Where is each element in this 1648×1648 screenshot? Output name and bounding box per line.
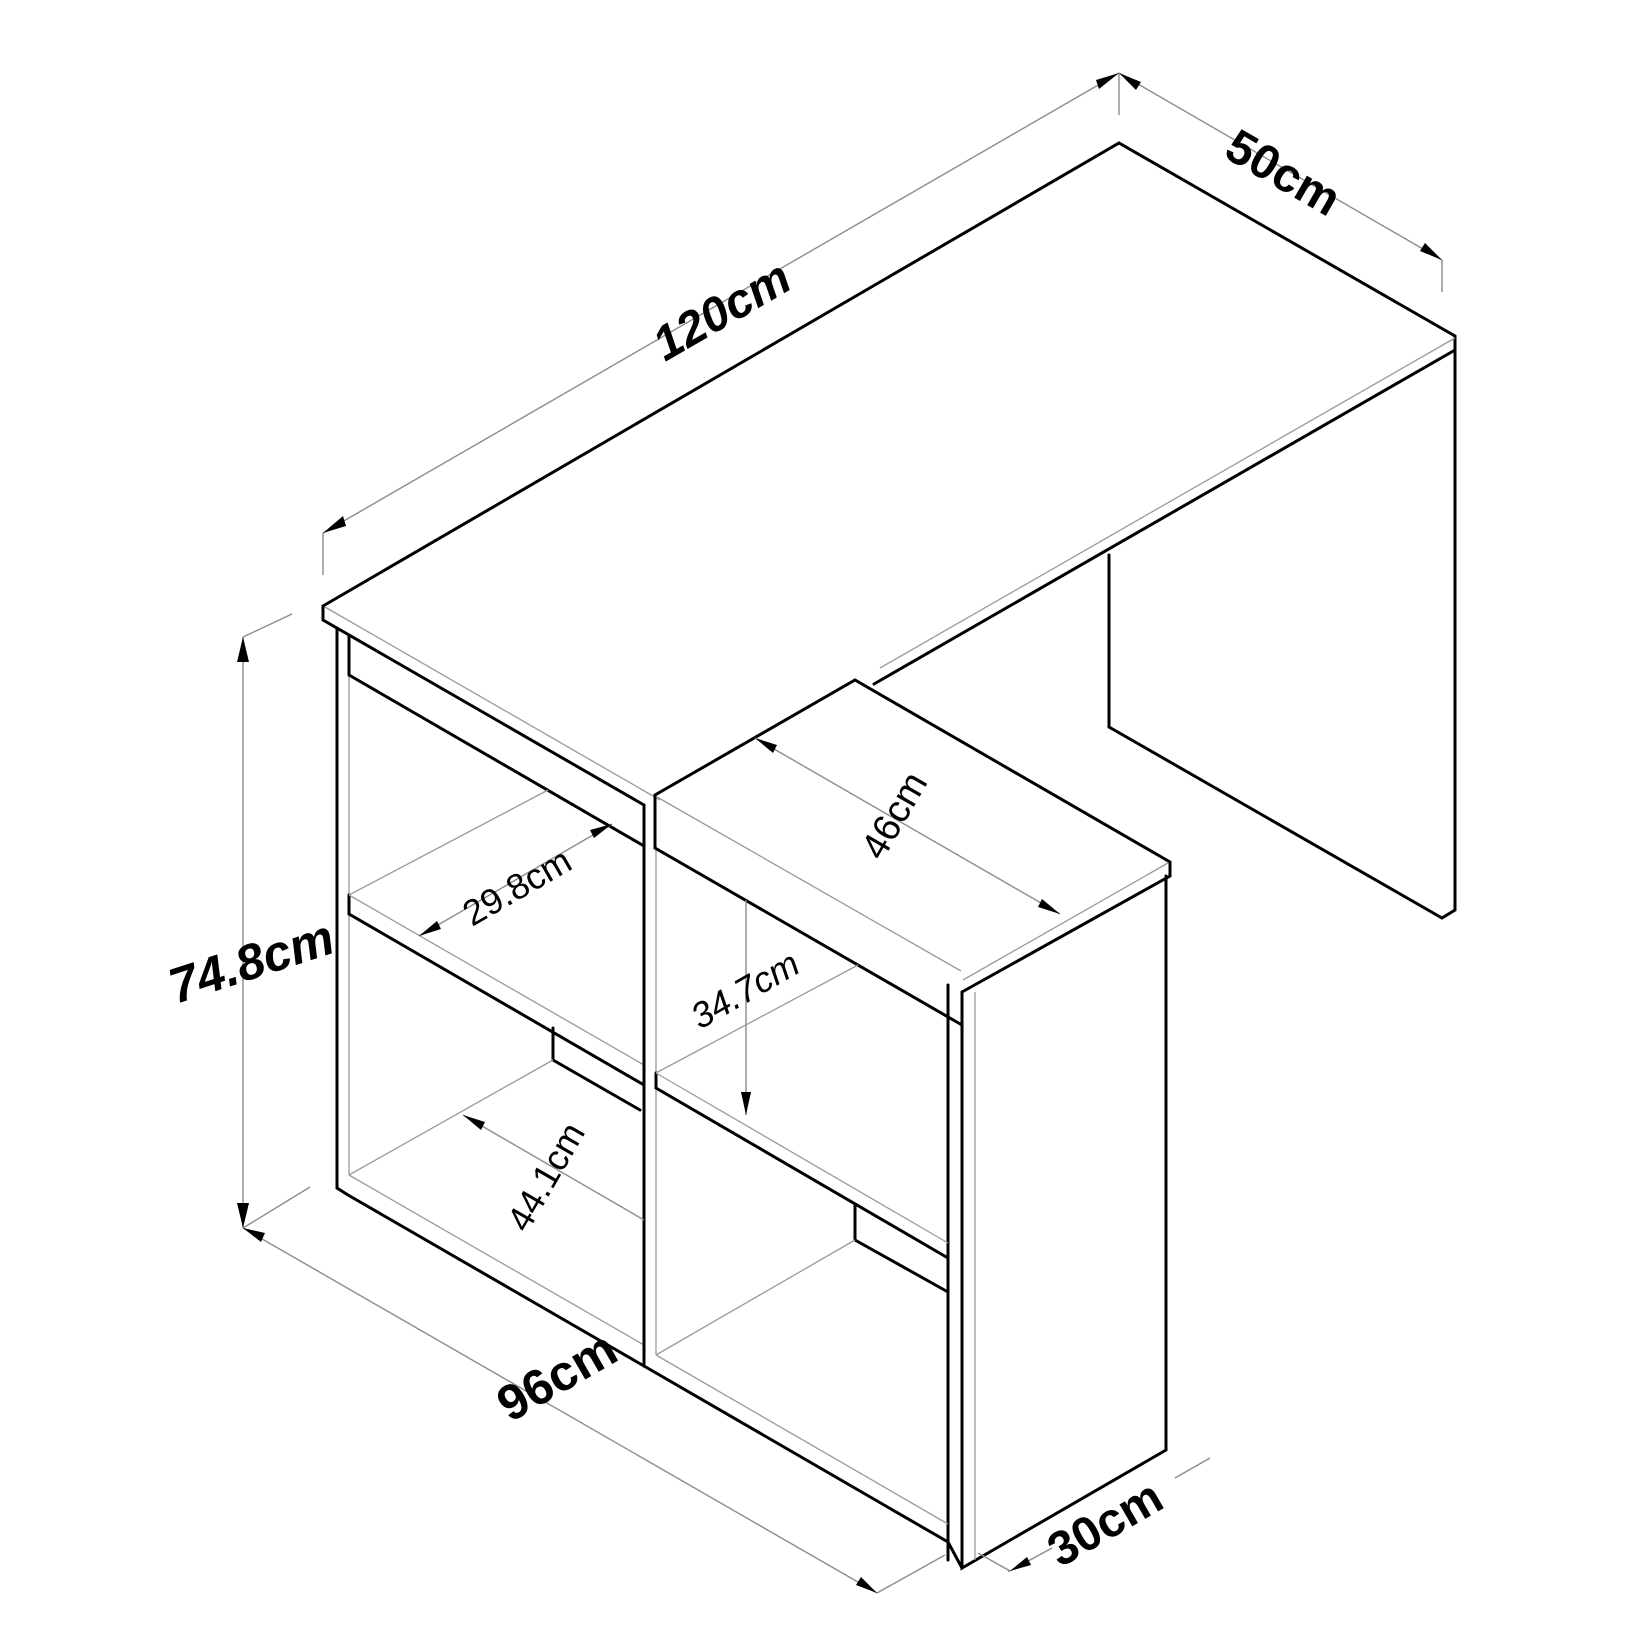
arrow-icon [755,738,777,753]
arrow-icon [1119,73,1141,90]
label-lower-cube-width: 44.1cm [498,1115,593,1238]
arrow-icon [590,824,612,838]
desk-side-panel [1107,348,1457,920]
dimension-lower-cube-width: 44.1cm [462,1114,645,1238]
label-shelf-length: 96cm [488,1320,627,1432]
dimension-cube-height: 34.7cm [684,900,807,1115]
arrow-icon [1096,73,1119,89]
arrow-icon [1010,1557,1031,1571]
return-top [653,678,1172,1027]
arrow-icon [1038,899,1060,914]
arrow-icon [741,1092,751,1115]
dimension-return-top: 46cm [754,737,1061,915]
label-overall-height: 74.8cm [162,909,341,1015]
arrow-icon [237,1203,249,1228]
arrow-icon [243,1228,265,1242]
dimension-shelf-depth: 30cm [977,1457,1211,1578]
desk-top [321,141,1457,807]
dimension-upper-cube-width: 29.8cm [418,823,613,937]
dimension-overall-width: 120cm [322,72,1120,575]
arrow-icon [856,1577,877,1593]
arrow-icon [237,637,249,662]
shelf-unit-right [642,874,1168,1571]
arrow-icon [323,516,346,533]
dimension-overall-height: 74.8cm [162,613,341,1229]
dimension-overall-depth: 50cm [1118,72,1443,292]
arrow-icon [1420,243,1442,260]
arrow-icon [463,1115,485,1130]
label-overall-width: 120cm [644,251,800,372]
arrow-icon [419,921,441,936]
shelf-unit-left [335,626,657,1368]
dimension-shelf-length: 96cm [242,1227,946,1594]
label-upper-cube-width: 29.8cm [456,839,579,934]
label-return-top: 46cm [853,765,936,866]
label-cube-height: 34.7cm [684,942,807,1037]
